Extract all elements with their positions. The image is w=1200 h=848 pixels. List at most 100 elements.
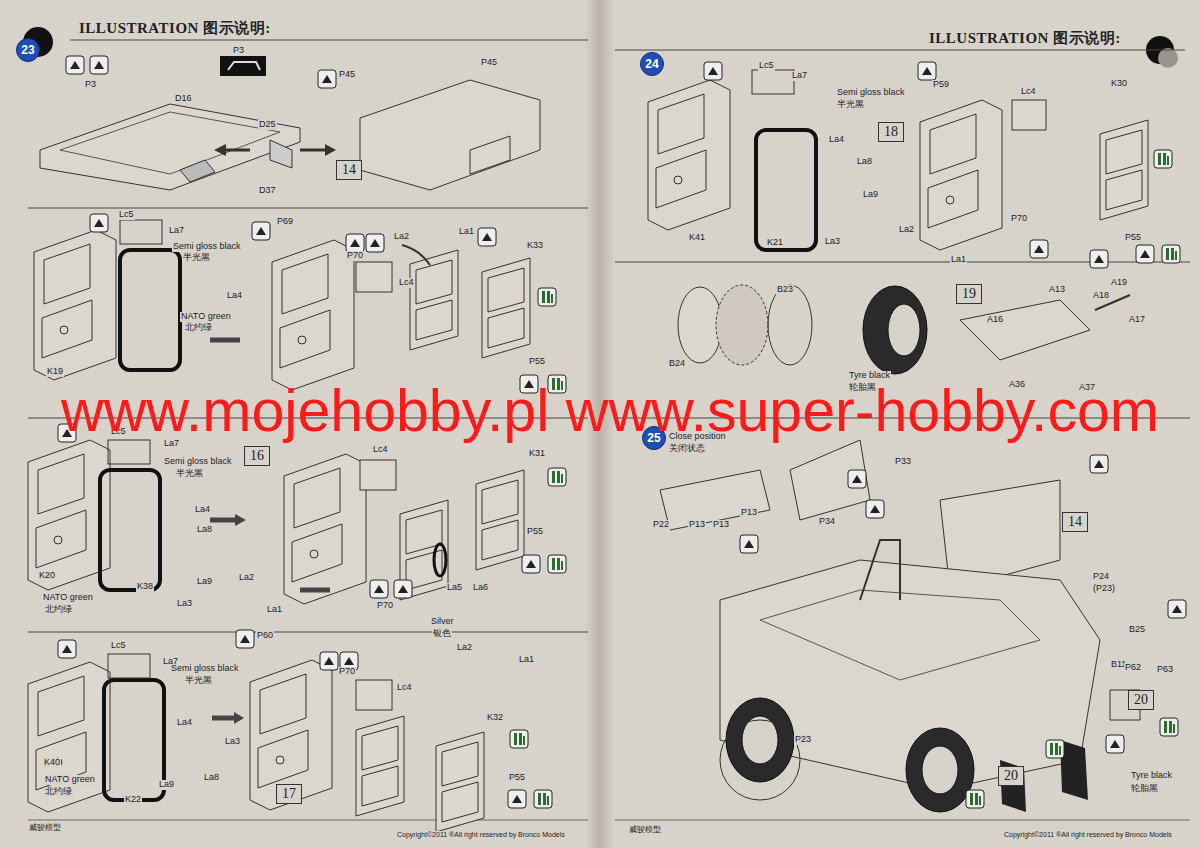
part-label: K38 — [136, 582, 154, 592]
part-label: P45 — [338, 70, 356, 80]
part-label: La9 — [158, 780, 175, 790]
part-label: K20 — [38, 571, 56, 581]
part-label: P60 — [256, 631, 274, 641]
part-label: La7 — [791, 71, 808, 81]
part-label: P70 — [346, 251, 364, 261]
part-label: P59 — [932, 80, 950, 90]
part-label: P55 — [526, 527, 544, 537]
part-label: K41 — [688, 233, 706, 243]
part-label: Silver — [430, 617, 455, 627]
part-label: La4 — [176, 718, 193, 728]
part-label: P70 — [1010, 214, 1028, 224]
part-label: P22 — [652, 520, 670, 530]
part-label: NATO green — [42, 593, 94, 603]
part-label: Tyre black — [1130, 771, 1173, 781]
part-label: K21 — [766, 238, 784, 248]
step-number: 17 — [282, 786, 296, 802]
part-label: A13 — [1048, 285, 1066, 295]
step-number-box: 14 — [1062, 512, 1088, 532]
part-label: La8 — [196, 525, 213, 535]
part-label: La6 — [472, 583, 489, 593]
part-label: P33 — [894, 457, 912, 467]
footer-text: Copyright©2011 ®All right reserved by Br… — [396, 831, 566, 839]
part-label: P55 — [1124, 233, 1142, 243]
part-label: D37 — [258, 186, 277, 196]
step-number: 23 — [21, 43, 34, 57]
part-label: Lc5 — [118, 210, 135, 220]
part-label: Semi gloss black — [163, 457, 233, 467]
footer-text: 威骏模型 — [28, 824, 62, 833]
part-label: B23 — [776, 285, 794, 295]
step-number: 14 — [1068, 514, 1082, 530]
step-number-box: 17 — [276, 784, 302, 804]
part-label: P13 — [712, 520, 730, 530]
part-label: La9 — [196, 577, 213, 587]
part-label: P55 — [508, 773, 526, 783]
part-label: 轮胎黑 — [1130, 784, 1159, 794]
part-label: Lc4 — [398, 278, 415, 288]
step-number: 19 — [962, 286, 976, 302]
part-label: NATO green — [44, 775, 96, 785]
part-label: K31 — [528, 449, 546, 459]
part-label: 半光黑 — [182, 253, 211, 263]
part-label: La1 — [266, 605, 283, 615]
part-label: La2 — [238, 573, 255, 583]
part-label: P13 — [688, 520, 706, 530]
part-label: P13 — [740, 508, 758, 518]
part-label: P70 — [376, 601, 394, 611]
part-label: P3 — [232, 46, 245, 56]
part-label: P69 — [276, 217, 294, 227]
step-number: 20 — [1004, 768, 1018, 784]
part-label: A18 — [1092, 291, 1110, 301]
part-label: K33 — [526, 241, 544, 251]
part-label: P62 — [1124, 663, 1142, 673]
step-number-box: 18 — [878, 122, 904, 142]
part-label: P3 — [84, 80, 97, 90]
step-number-box: 20 — [1128, 690, 1154, 710]
part-label: La2 — [456, 643, 473, 653]
part-label: Lc4 — [396, 683, 413, 693]
part-label: La1 — [458, 227, 475, 237]
step-number-box: 20 — [998, 766, 1024, 786]
part-label: 关闭状态 — [668, 444, 706, 454]
part-label: La8 — [856, 157, 873, 167]
part-label: K32 — [486, 713, 504, 723]
part-label: La5 — [446, 583, 463, 593]
part-label: 半光黑 — [184, 676, 213, 686]
part-label: K30 — [1110, 79, 1128, 89]
part-label: P63 — [1156, 665, 1174, 675]
part-label: B24 — [668, 359, 686, 369]
part-label: K22 — [124, 795, 142, 805]
part-label: A17 — [1128, 315, 1146, 325]
part-label: Lc5 — [758, 61, 775, 71]
part-label: La4 — [226, 291, 243, 301]
part-label: 半光黑 — [836, 100, 865, 110]
step-number: 18 — [884, 124, 898, 140]
part-label: La3 — [824, 237, 841, 247]
step-number: 20 — [1134, 692, 1148, 708]
part-label: 北约绿 — [44, 787, 73, 797]
part-label: Lc4 — [372, 445, 389, 455]
part-label: La9 — [862, 190, 879, 200]
step-number-box: 19 — [956, 284, 982, 304]
page-header: ILLUSTRATION 图示说明: — [78, 20, 272, 37]
footer-text: Copyright©2011 ®All right reserved by Br… — [1003, 831, 1173, 839]
part-label: Lc4 — [1020, 87, 1037, 97]
part-label: A16 — [986, 315, 1004, 325]
part-label: La4 — [828, 135, 845, 145]
part-label: K19 — [46, 367, 64, 377]
part-label: 银色 — [432, 629, 452, 639]
part-label: P45 — [480, 58, 498, 68]
part-label: P55 — [528, 357, 546, 367]
step-number-box: 16 — [244, 446, 270, 466]
part-label: 北约绿 — [184, 323, 213, 333]
part-label: B25 — [1128, 625, 1146, 635]
part-label: K40 — [43, 758, 61, 768]
part-label: La1 — [518, 655, 535, 665]
step-circle: 23 — [16, 38, 40, 62]
step-circle: 24 — [640, 52, 664, 76]
step-number: 14 — [342, 162, 356, 178]
part-label: La3 — [224, 737, 241, 747]
part-label: P70 — [338, 667, 356, 677]
